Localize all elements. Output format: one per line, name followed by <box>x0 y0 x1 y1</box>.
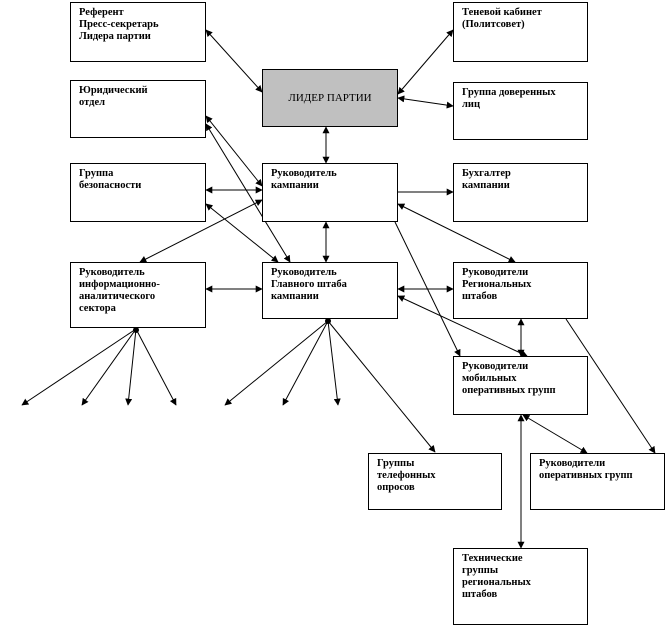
node-campaign-accountant: Бухгалтер кампании <box>453 163 588 222</box>
arrow-legal-campaign-head <box>205 115 263 187</box>
node-info-analytics-head: Руководитель информационно- аналитическо… <box>70 262 206 328</box>
arrow-security-hq-head <box>205 203 279 263</box>
junction-hq-head <box>325 318 331 324</box>
arrow-info-analytics-fan-2 <box>81 328 137 406</box>
arrow-hq-head-fan-3 <box>327 320 341 406</box>
node-technical-groups: Технические группы региональных штабов <box>453 548 588 625</box>
node-security-group: Группа безопасности <box>70 163 206 222</box>
arrow-hq-head-fan-2 <box>282 320 329 406</box>
node-legal-dept: Юридический отдел <box>70 80 206 138</box>
arrow-info-analytics-fan-3 <box>125 328 137 406</box>
arrow-hq-head-fan-1 <box>224 320 329 406</box>
junction-info-analytics <box>133 327 139 333</box>
arrow-leader-shadow-cabinet <box>397 29 454 95</box>
node-shadow-cabinet: Теневой кабинет (Политсовет) <box>453 2 588 62</box>
node-phone-survey-groups: Группы телефонных опросов <box>368 453 502 510</box>
arrow-hq-head-mobile <box>397 295 528 357</box>
arrow-mobile-operative-groups <box>522 414 588 454</box>
node-trusted-persons: Группа доверенных лиц <box>453 82 588 140</box>
node-party-leader: ЛИДЕР ПАРТИИ <box>262 69 398 127</box>
arrow-info-analytics-fan-1 <box>21 328 137 406</box>
arrow-leader-trusted-persons <box>397 95 454 109</box>
arrow-regional-operative-groups <box>565 318 656 454</box>
arrow-referent-leader <box>205 29 263 93</box>
arrow-info-analytics-fan-4 <box>135 328 177 406</box>
node-mobile-groups-heads: Руководители мобильных оперативных групп <box>453 356 588 415</box>
node-hq-head: Руководитель Главного штаба кампании <box>262 262 398 319</box>
node-regional-hq-heads: Руководители Региональных штабов <box>453 262 588 319</box>
arrow-hq-head-phone-surveys <box>327 320 436 453</box>
node-referent: Референт Пресс-секретарь Лидера партии <box>70 2 206 62</box>
node-campaign-head: Руководитель кампании <box>262 163 398 222</box>
node-operative-groups-heads: Руководители оперативных групп <box>530 453 665 510</box>
arrow-campaign-head-regional <box>397 203 516 263</box>
